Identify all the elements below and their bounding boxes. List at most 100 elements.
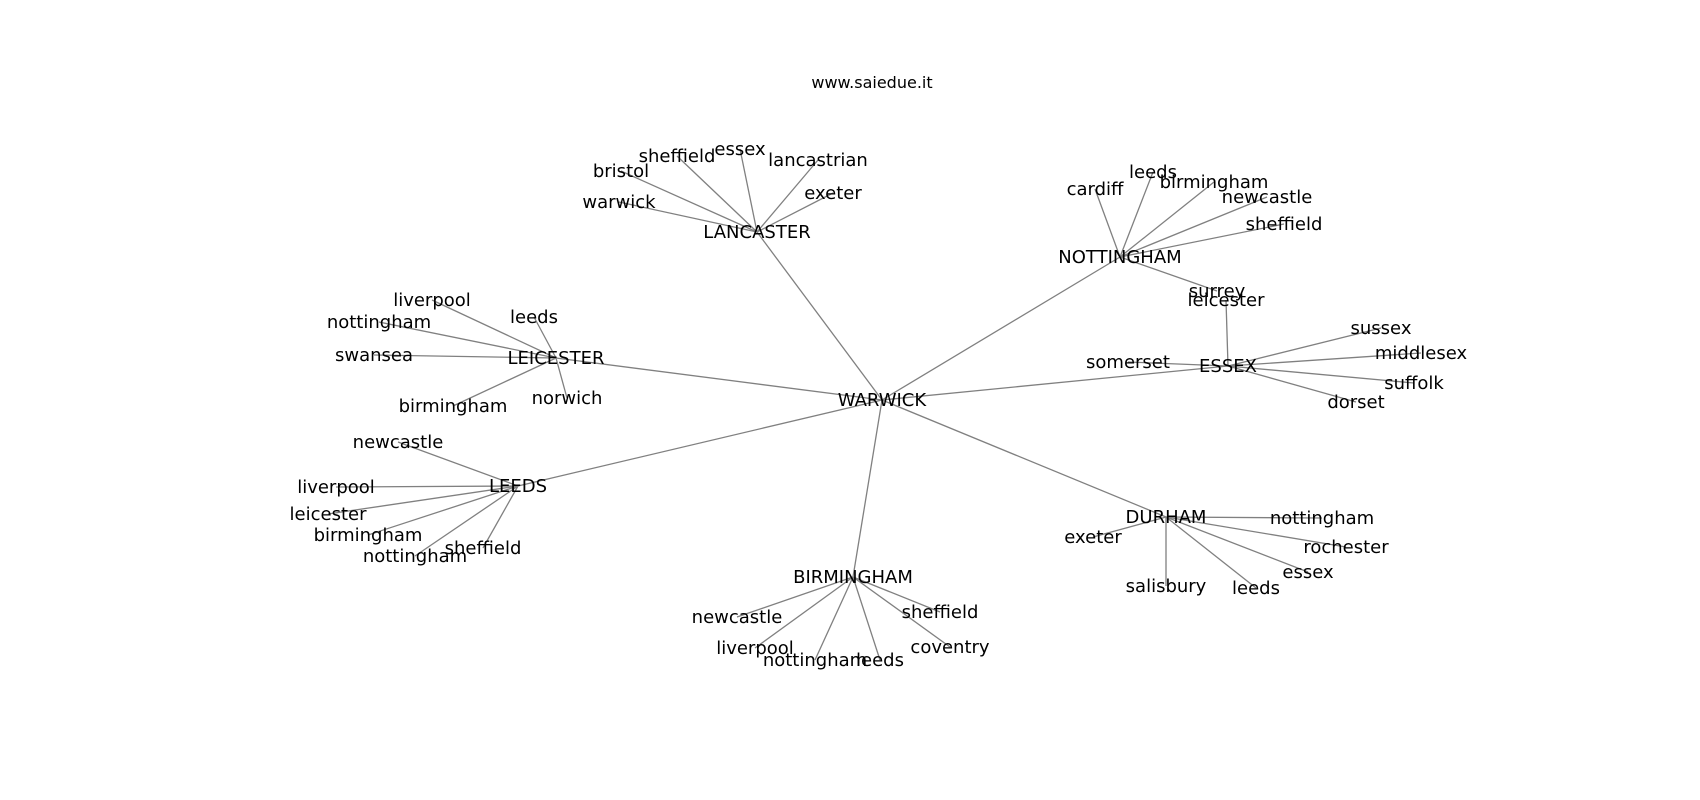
edge-essex-middlesex [1227, 352, 1422, 367]
leaf-label-leicester-norwich: norwich [532, 388, 603, 409]
leaf-label-birmingham-nottingham: nottingham [763, 650, 867, 671]
leaf-label-lancaster-essex: essex [714, 139, 766, 160]
edge-leeds-liverpool [335, 485, 519, 488]
leaf-label-leicester-liverpool: liverpool [393, 290, 471, 311]
edge-nottingham-leeds [1119, 171, 1154, 258]
edge-leeds-sheffield [482, 485, 519, 549]
edge-center-birmingham [852, 399, 883, 578]
edge-lancaster-sheffield [676, 155, 758, 233]
edge-durham-leeds [1165, 516, 1257, 589]
edge-essex-suffolk [1227, 365, 1415, 384]
edge-essex-sussex [1227, 327, 1382, 367]
leaf-label-essex-dorset: dorset [1327, 392, 1384, 413]
leaf-label-leeds-sheffield: sheffield [445, 538, 522, 559]
edge-birmingham-leeds [852, 576, 881, 661]
edge-center-nottingham [881, 256, 1121, 401]
leaf-label-birmingham-leeds: leeds [856, 650, 904, 671]
edge-center-leicester [555, 357, 883, 401]
edge-leeds-nottingham [414, 485, 519, 557]
edge-nottingham-surrey [1119, 256, 1218, 292]
leaf-label-leeds-nottingham: nottingham [363, 546, 467, 567]
edge-leicester-swansea [373, 354, 557, 359]
edge-durham-rochester [1165, 516, 1347, 548]
edge-nottingham-sheffield [1119, 223, 1285, 258]
leaf-label-durham-salisbury: salisbury [1126, 576, 1207, 597]
edge-birmingham-coventry [852, 576, 951, 648]
node-label-birmingham: BIRMINGHAM [793, 567, 913, 588]
edge-essex-dorset [1227, 365, 1357, 403]
edge-center-lancaster [756, 231, 883, 401]
edge-leeds-newcastle [397, 441, 519, 487]
edge-birmingham-nottingham [814, 576, 854, 661]
edge-durham-essex [1165, 516, 1309, 573]
leaf-label-birmingham-newcastle: newcastle [692, 607, 783, 628]
leaf-label-birmingham-sheffield: sheffield [902, 602, 979, 623]
edge-lancaster-warwick [618, 201, 758, 233]
edge-lancaster-exeter [756, 192, 834, 233]
leaf-label-leeds-birmingham: birmingham [314, 525, 423, 546]
leaf-label-birmingham-liverpool: liverpool [716, 638, 794, 659]
leaf-label-lancaster-lancastrian: lancastrian [768, 150, 868, 171]
edge-center-leeds [517, 399, 883, 487]
leaf-label-durham-nottingham: nottingham [1270, 508, 1374, 529]
leaf-label-leeds-liverpool: liverpool [297, 477, 375, 498]
edge-essex-leicester [1225, 299, 1229, 367]
leaf-label-leicester-swansea: swansea [335, 345, 413, 366]
leaf-label-durham-essex: essex [1282, 562, 1334, 583]
edge-lancaster-lancastrian [756, 159, 819, 233]
edge-birmingham-sheffield [852, 576, 941, 613]
leaf-label-nottingham-leeds: leeds [1129, 162, 1177, 183]
leaf-label-essex-somerset: somerset [1086, 352, 1170, 373]
edge-leicester-liverpool [431, 299, 557, 359]
leaf-label-durham-leeds: leeds [1232, 578, 1280, 599]
edge-leicester-leeds [533, 316, 557, 359]
edges [327, 148, 1422, 661]
node-labels: WARWICKLANCASTERwarwickbristolsheffielde… [290, 139, 1468, 671]
leaf-label-lancaster-bristol: bristol [593, 161, 649, 182]
node-label-durham: DURHAM [1126, 507, 1207, 528]
leaf-label-essex-leicester: leicester [1188, 290, 1266, 311]
leaf-label-lancaster-warwick: warwick [582, 192, 656, 213]
leaf-label-durham-exeter: exeter [1064, 527, 1122, 548]
leaf-label-lancaster-sheffield: sheffield [639, 146, 716, 167]
leaf-label-leicester-nottingham: nottingham [327, 312, 431, 333]
edge-leeds-birmingham [367, 485, 519, 536]
edge-essex-somerset [1127, 361, 1229, 367]
edge-birmingham-liverpool [754, 576, 854, 649]
edge-leicester-birmingham [452, 357, 557, 407]
leaf-label-essex-suffolk: suffolk [1384, 373, 1444, 394]
leaf-label-nottingham-cardiff: cardiff [1067, 179, 1124, 200]
leaf-label-nottingham-birmingham: birmingham [1160, 172, 1269, 193]
leaf-label-lancaster-exeter: exeter [804, 183, 862, 204]
leaf-label-durham-rochester: rochester [1303, 537, 1389, 558]
edge-birmingham-newcastle [736, 576, 854, 618]
leaf-label-nottingham-surrey: surrey [1189, 281, 1246, 302]
edge-leicester-nottingham [378, 321, 557, 359]
leaf-label-nottingham-sheffield: sheffield [1246, 214, 1323, 235]
edge-durham-exeter [1092, 516, 1167, 538]
leaf-label-leeds-leicester: leicester [290, 504, 368, 525]
site-title: www.saiedue.it [811, 73, 932, 92]
leaf-label-leeds-newcastle: newcastle [353, 432, 444, 453]
leaf-label-essex-sussex: sussex [1351, 318, 1412, 339]
edge-leeds-leicester [327, 485, 519, 515]
leaf-label-leicester-birmingham: birmingham [399, 396, 508, 417]
edge-center-durham [881, 399, 1167, 518]
edge-nottingham-newcastle [1119, 196, 1268, 258]
edge-nottingham-cardiff [1094, 188, 1121, 258]
leaf-label-birmingham-coventry: coventry [910, 637, 990, 658]
edge-center-essex [881, 365, 1229, 401]
edge-lancaster-essex [739, 148, 758, 233]
node-label-center: WARWICK [838, 390, 928, 411]
edge-leicester-norwich [555, 357, 568, 399]
leaf-label-leicester-leeds: leeds [510, 307, 558, 328]
node-label-leicester: LEICESTER [508, 348, 605, 369]
node-label-essex: ESSEX [1199, 356, 1257, 377]
edge-lancaster-bristol [620, 170, 758, 233]
node-label-leeds: LEEDS [489, 476, 547, 497]
edge-nottingham-birmingham [1119, 181, 1215, 258]
edge-durham-nottingham [1165, 516, 1323, 519]
node-label-lancaster: LANCASTER [703, 222, 810, 243]
